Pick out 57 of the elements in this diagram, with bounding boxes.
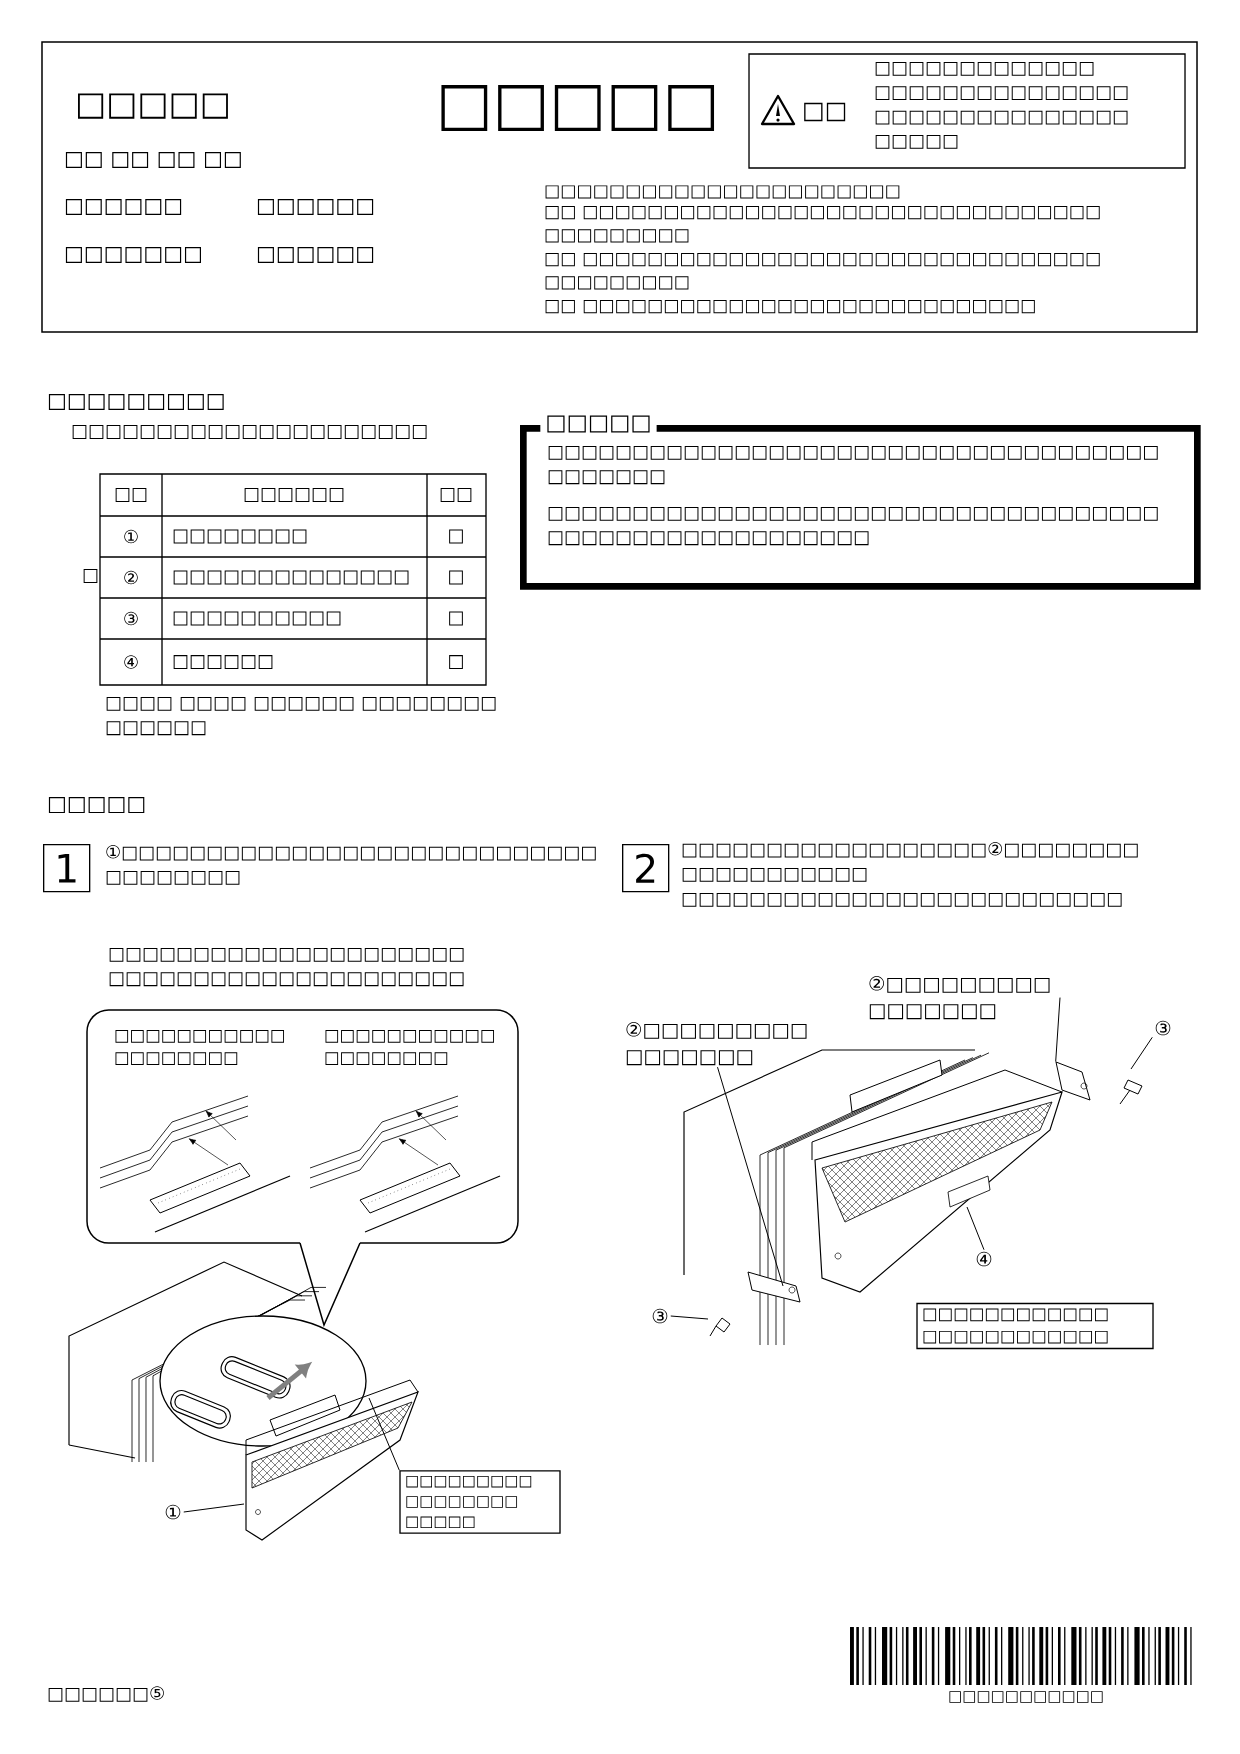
note-text: □□ □□□□□□□□□□□□□□□□□□□□□□□□□□□□□□□□ □□□□□□□□□ bbox=[545, 206, 1100, 243]
table-cell: ③ bbox=[124, 611, 138, 626]
label-text: □□□□□□□ bbox=[65, 246, 201, 264]
label-text: □□□□□□ bbox=[257, 246, 374, 264]
label-text: □□□□□□□□□□□□□□□□□□□□□ bbox=[72, 425, 427, 439]
table-cell: ② bbox=[124, 570, 138, 585]
leader-line bbox=[1130, 1036, 1153, 1070]
instruction-text: ①□□□□□□□□□□□□□□□□□□□□□□□□□□□□ □□□□□□□□ bbox=[106, 845, 596, 885]
table-cell: □□□□□□ bbox=[173, 655, 273, 669]
table-cell: □ bbox=[449, 570, 463, 585]
section-heading: □□□□□ bbox=[48, 797, 145, 814]
footer-text: □□□□□□⑤ bbox=[48, 1686, 164, 1702]
table-cell: ① bbox=[124, 529, 138, 544]
caution-box: □□□□□□□□□□□□□□□□□□□□□□□□□□□□□□□□□□□□ □□□□□□□ □□□□□□□□□□□□□□□□□□□□□□□□□□□□□□□□□□□□ □□□□□□□□□□□□□□□□□□□ □□□□□ bbox=[520, 410, 1201, 590]
table-cell: □ bbox=[449, 529, 463, 544]
step-number: 2 bbox=[622, 844, 670, 893]
leader-line bbox=[670, 1315, 709, 1320]
label-text: □ bbox=[83, 569, 98, 583]
magnified-view-bubble: □□□□□□□□□□□ □□□□□□□□ □□□□□□□□□□□ □□□□□□□□ bbox=[86, 1009, 519, 1328]
note-text: □□□□ □□□□ □□□□□□ □□□□□□□□ □□□□□□ bbox=[106, 697, 496, 736]
barcode-number: □□□□□□□□□□□ bbox=[949, 1691, 1103, 1703]
note-text: □□□□□□□□□□□□□□□□□□□□□ □□□□□□□□□□□□□□□□□□□□□ bbox=[109, 948, 464, 987]
instruction-text: □□□□□□□□□□□□□□□□□□②□□□□□□□□ □□□□□□□□□□□ bbox=[682, 842, 1138, 882]
step-number: 1 bbox=[43, 844, 91, 893]
warning-box: □□ □□□□□□□□□□□□□ □□□□□□□□□□□□□□□ □□□□□□□□□□□□□□□ □□□□□ bbox=[748, 53, 1186, 169]
table-cell: □□□□□□□□ bbox=[173, 529, 307, 544]
leader-line bbox=[717, 1066, 784, 1287]
table-cell: □ bbox=[449, 611, 463, 626]
label-text: □□□□□□ bbox=[257, 198, 374, 216]
leader-line bbox=[966, 1206, 985, 1251]
instruction-text: □□□□□□□□□□□□□□□□□□□□□□□□□□ bbox=[682, 893, 1122, 907]
leader-line bbox=[368, 1397, 400, 1471]
label-text: □□ □□ □□ □□ bbox=[65, 151, 241, 169]
callout-label: ②□□□□□□□□□ □□□□□□□ bbox=[869, 976, 1050, 1020]
label-text: □□□□□□ bbox=[65, 198, 182, 216]
table-cell: □□ bbox=[115, 488, 147, 502]
bracket-drawing bbox=[1055, 1061, 1091, 1101]
table-cell: □□ bbox=[440, 488, 472, 502]
leader-line bbox=[1055, 997, 1061, 1063]
callout-number: ④ bbox=[976, 1251, 992, 1267]
label-box: □□□□□□□□□□□□ □□□□□□□□□□□□ bbox=[916, 1302, 1154, 1350]
table-cell: ④ bbox=[124, 655, 138, 669]
table-cell: □ bbox=[449, 655, 463, 669]
title: □□□□□ bbox=[78, 93, 228, 119]
table-cell: □□□□□□□□□□□□□□ bbox=[173, 570, 409, 585]
table-cell: □□□□□□ bbox=[244, 488, 344, 502]
section-heading: □□□□□□□□□ bbox=[48, 393, 224, 411]
callout-number: ③ bbox=[652, 1308, 668, 1324]
table-cell: □□□□□□□□□□ bbox=[173, 611, 341, 626]
callout-number: ① bbox=[165, 1504, 181, 1520]
note-text: □□□□□□□□□□□□□□□□□□□□□□ bbox=[545, 185, 900, 199]
note-text: □□ □□□□□□□□□□□□□□□□□□□□□□□□□□□□□□□□ □□□□□□□□□ bbox=[545, 253, 1100, 290]
leader-line bbox=[183, 1503, 245, 1513]
callout-number: ③ bbox=[1155, 1020, 1171, 1036]
note-text: □□ □□□□□□□□□□□□□□□□□□□□□□□□□□□□ bbox=[545, 300, 1035, 314]
label-box: □□□□□□□□□ □□□□□□□□ □□□□□ bbox=[399, 1470, 561, 1534]
callout-label: ②□□□□□□□□□ □□□□□□□ bbox=[626, 1022, 807, 1066]
